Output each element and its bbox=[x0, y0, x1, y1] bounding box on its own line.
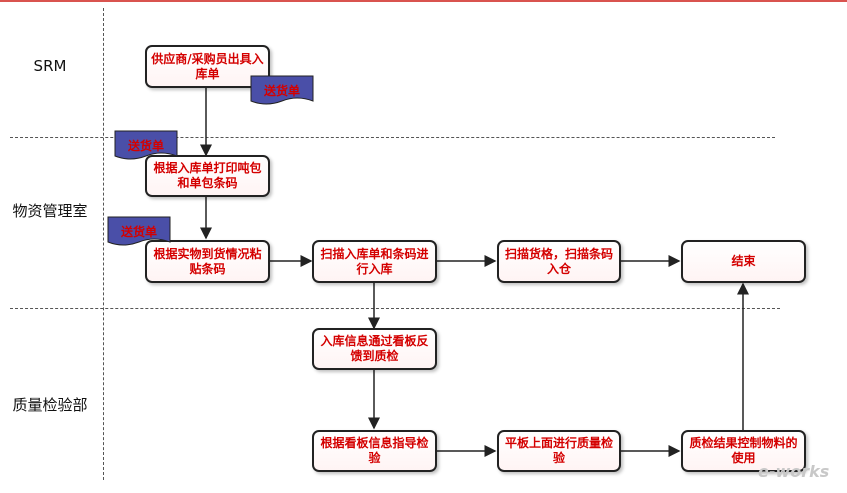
lane-label-srm: SRM bbox=[33, 57, 67, 75]
box-supplier-inbound: 供应商/采购员出具入库单 bbox=[145, 45, 270, 88]
top-accent-line bbox=[0, 0, 847, 2]
box-scan-shelf: 扫描货格，扫描条码入仓 bbox=[497, 240, 621, 283]
box-scan-inbound: 扫描入库单和条码进行入库 bbox=[312, 240, 437, 283]
box-result-control: 质检结果控制物料的使用 bbox=[681, 430, 806, 472]
document-delivery-note-3: 送货单 bbox=[107, 216, 171, 248]
document-label: 送货单 bbox=[127, 139, 164, 153]
box-end: 结束 bbox=[681, 240, 806, 283]
box-tablet-inspect: 平板上面进行质量检验 bbox=[497, 430, 621, 472]
box-kanban-feedback: 入库信息通过看板反馈到质检 bbox=[312, 328, 437, 370]
box-kanban-inspect: 根据看板信息指导检验 bbox=[312, 430, 437, 472]
document-shape-icon bbox=[250, 75, 314, 105]
document-label: 送货单 bbox=[120, 225, 157, 239]
lane-header-divider bbox=[103, 8, 104, 480]
document-delivery-note-1: 送货单 bbox=[250, 75, 314, 107]
document-label: 送货单 bbox=[263, 84, 300, 98]
document-delivery-note-2: 送货单 bbox=[114, 130, 178, 162]
lane-divider-1 bbox=[10, 137, 775, 138]
lane-label-materials: 物资管理室 bbox=[12, 202, 88, 220]
box-print-barcode: 根据入库单打印吨包和单包条码 bbox=[145, 155, 270, 197]
lane-divider-2 bbox=[10, 308, 780, 309]
lane-label-quality: 质量检验部 bbox=[12, 396, 88, 414]
e-works-watermark-logo: e-works bbox=[758, 462, 830, 481]
document-shape-icon bbox=[114, 130, 178, 160]
box-paste-barcode: 根据实物到货情况粘贴条码 bbox=[145, 240, 270, 283]
document-shape-icon bbox=[107, 216, 171, 246]
